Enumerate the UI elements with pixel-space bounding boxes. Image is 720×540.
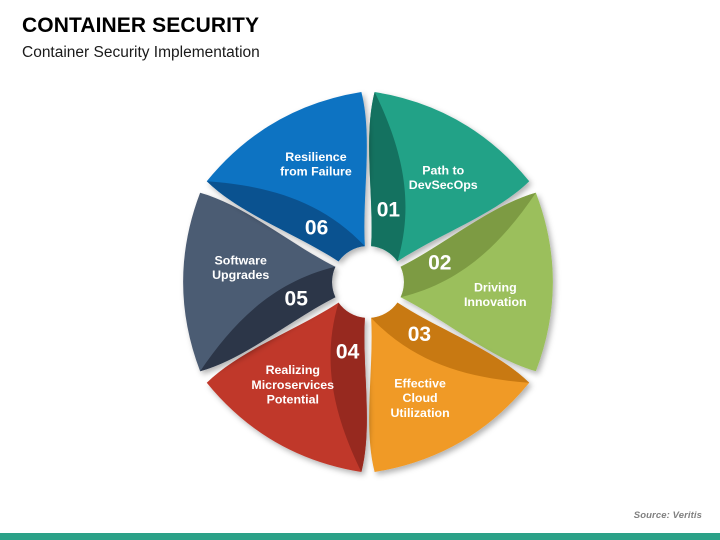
source-note: Source: Veritis — [633, 510, 702, 521]
petal-shade-01 — [369, 92, 406, 262]
petal-number-05: 05 — [285, 287, 309, 310]
petal-number-02: 02 — [428, 252, 451, 275]
petal-body-01 — [369, 92, 530, 262]
petal-shade-04 — [330, 302, 367, 472]
petal-body-04 — [206, 302, 367, 472]
petal-label-04: Realizing — [266, 363, 320, 377]
petal-label-02: Innovation — [464, 295, 527, 309]
petal-body-05 — [183, 192, 336, 372]
petal-label-06: Resilience — [285, 150, 346, 164]
petal-number-06: 06 — [305, 216, 328, 239]
petal-shade-03 — [371, 302, 530, 383]
petal-shade-02 — [400, 192, 536, 298]
petal-label-03: Utilization — [390, 406, 449, 420]
petal-shade-05 — [200, 266, 336, 372]
bottom-accent-bar — [0, 533, 720, 540]
petal-number-03: 03 — [408, 323, 431, 346]
petal-label-05: Software — [215, 254, 267, 268]
petal-label-03: Effective — [394, 377, 446, 391]
petal-label-03: Cloud — [403, 391, 438, 405]
petal-label-01: DevSecOps — [409, 178, 478, 192]
petal-body-02 — [400, 192, 553, 372]
petal-label-05: Upgrades — [212, 268, 269, 282]
slide-header: CONTAINER SECURITY Container Security Im… — [22, 14, 682, 63]
petal-label-04: Potential — [267, 392, 319, 406]
petal-label-04: Microservices — [251, 378, 334, 392]
page-subtitle: Container Security Implementation — [22, 44, 260, 62]
petal-number-04: 04 — [336, 341, 360, 364]
petal-label-06: from Failure — [280, 165, 352, 179]
petal-label-01: Path to — [422, 163, 464, 177]
petal-shade-06 — [206, 181, 365, 262]
petal-label-02: Driving — [474, 280, 517, 294]
petal-number-01: 01 — [377, 198, 401, 221]
page-title: CONTAINER SECURITY — [22, 14, 260, 37]
